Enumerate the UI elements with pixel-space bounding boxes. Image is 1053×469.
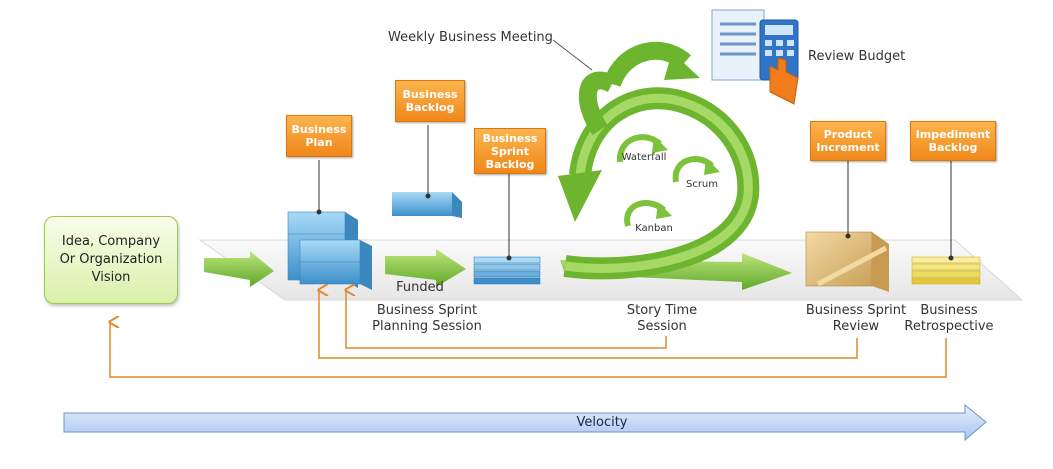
business-backlog-line-2: Backlog [405,101,455,114]
connector-dot-increment [845,233,851,239]
connector-weekly-meeting [552,39,593,71]
sprint-backlog-line-2: Sprint [490,144,530,158]
business-backlog-line-1: Business [402,88,458,101]
impediment-backlog-line-2: Backlog [928,141,978,154]
velocity-label: Velocity [576,415,628,430]
business-plan-line-1: Business [291,123,347,136]
feedback-line-story-time [346,290,667,349]
story-time-line-1: Story Time [626,303,698,318]
business-plan-cubes [287,211,372,290]
connector-dot-sprint-backlog [506,255,512,261]
product-increment-box [805,231,889,292]
retrospective-label: Business Retrospective [896,303,1002,335]
business-plan-line-2: Plan [305,136,333,149]
product-increment-line-2: Increment [816,141,880,154]
funded-label: Funded [396,280,444,295]
sprint-backlog-line-3: Backlog [485,157,535,171]
vision-line-2: Or Organization [59,252,163,267]
product-increment-line-1: Product [823,128,873,141]
feedback-line-review [319,290,858,359]
retrospective-line-2: Retrospective [904,319,994,334]
connector-dot-impediment [948,255,954,261]
flow-arrow-1 [204,251,274,287]
waterfall-label: Waterfall [621,152,667,163]
sprint-review-line-2: Review [832,319,880,334]
kanban-label: Kanban [635,223,673,234]
sprint-cycle-spiral [558,41,760,280]
flow-arrow-2 [385,249,466,287]
weekly-meeting-label: Weekly Business Meeting [388,30,553,45]
story-time-label: Story Time Session [610,303,714,335]
impediment-backlog-line-1: Impediment [915,128,991,141]
planning-line-1: Business Sprint [376,303,478,318]
scrum-label: Scrum [685,179,719,190]
sprint-review-label: Business Sprint Review [796,303,916,335]
vision-box: Idea, Company Or Organization Vision [44,216,178,304]
retrospective-line-1: Business [920,303,978,318]
planning-session-label: Business Sprint Planning Session [362,303,492,335]
business-backlog-slab [392,192,462,218]
connector-dot-backlog [425,193,431,199]
vision-line-1: Idea, Company [61,234,161,249]
story-time-line-2: Session [637,319,687,334]
planning-line-2: Planning Session [372,319,482,334]
velocity-arrow [63,403,987,442]
vision-line-3: Vision [91,270,131,285]
review-budget-label: Review Budget [808,49,906,64]
impediment-backlog-stack [911,256,981,285]
feedback-line-retrospective [110,322,947,378]
sprint-backlog-stack [473,256,541,285]
calculator-document-icon [711,9,799,105]
sprint-backlog-line-1: Business [482,131,538,145]
sprint-review-line-1: Business Sprint [805,303,907,318]
connector-dot-plan [316,209,322,215]
